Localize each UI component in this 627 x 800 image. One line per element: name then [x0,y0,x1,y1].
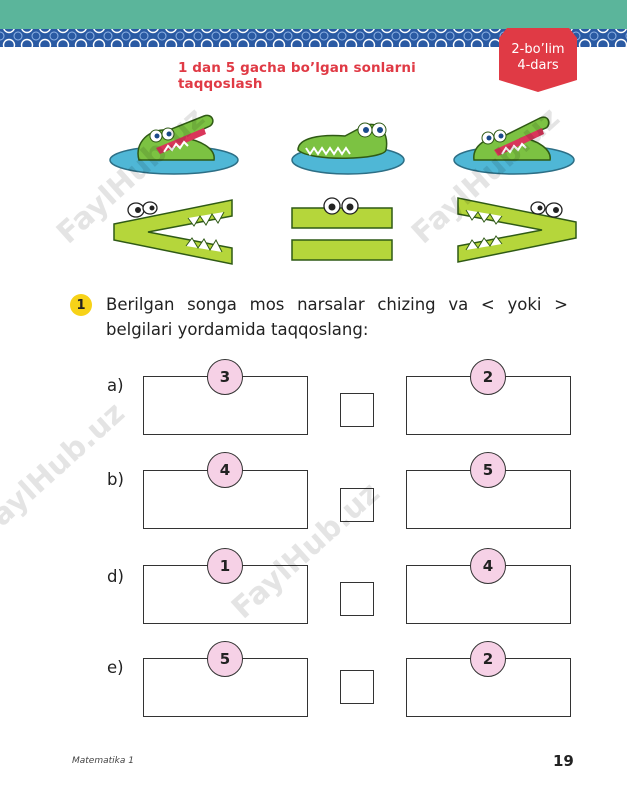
comparison-sign-box[interactable] [340,488,374,522]
row-label: a) [107,376,124,395]
header-band [0,0,627,50]
right-number-circle: 5 [470,452,506,488]
left-number-circle: 4 [207,452,243,488]
row-label: b) [107,470,124,489]
row-label: d) [107,567,124,586]
lesson-badge: 2-bo’lim 4-dars [499,28,577,92]
comparison-sign-box[interactable] [340,582,374,616]
comparison-sign-box[interactable] [340,670,374,704]
right-number-circle: 4 [470,548,506,584]
right-number-circle: 2 [470,641,506,677]
row-label: e) [107,658,124,677]
left-number-circle: 1 [207,548,243,584]
less-than-sign-icon [108,196,238,272]
task-number-badge: 1 [70,294,92,316]
badge-lesson: 4-dars [517,58,559,73]
left-number-circle: 5 [207,641,243,677]
crocodile-closed-icon [290,108,410,182]
left-number-circle: 3 [207,359,243,395]
task-instruction: Berilgan songa mos narsalar chizing va <… [106,295,568,339]
greater-than-sign-icon [452,194,582,270]
page-title: 1 dan 5 gacha bo’lgan sonlarni taqqoslas… [178,60,416,92]
crocodile-open-left-icon [104,108,244,182]
page-number: 19 [553,752,574,770]
badge-section: 2-bo’lim [511,42,565,57]
comparison-sign-box[interactable] [340,393,374,427]
footer-book-title: Matematika 1 [72,756,134,766]
right-number-circle: 2 [470,359,506,395]
crocodile-open-right-icon [452,108,582,182]
equals-sign-icon [288,194,396,272]
